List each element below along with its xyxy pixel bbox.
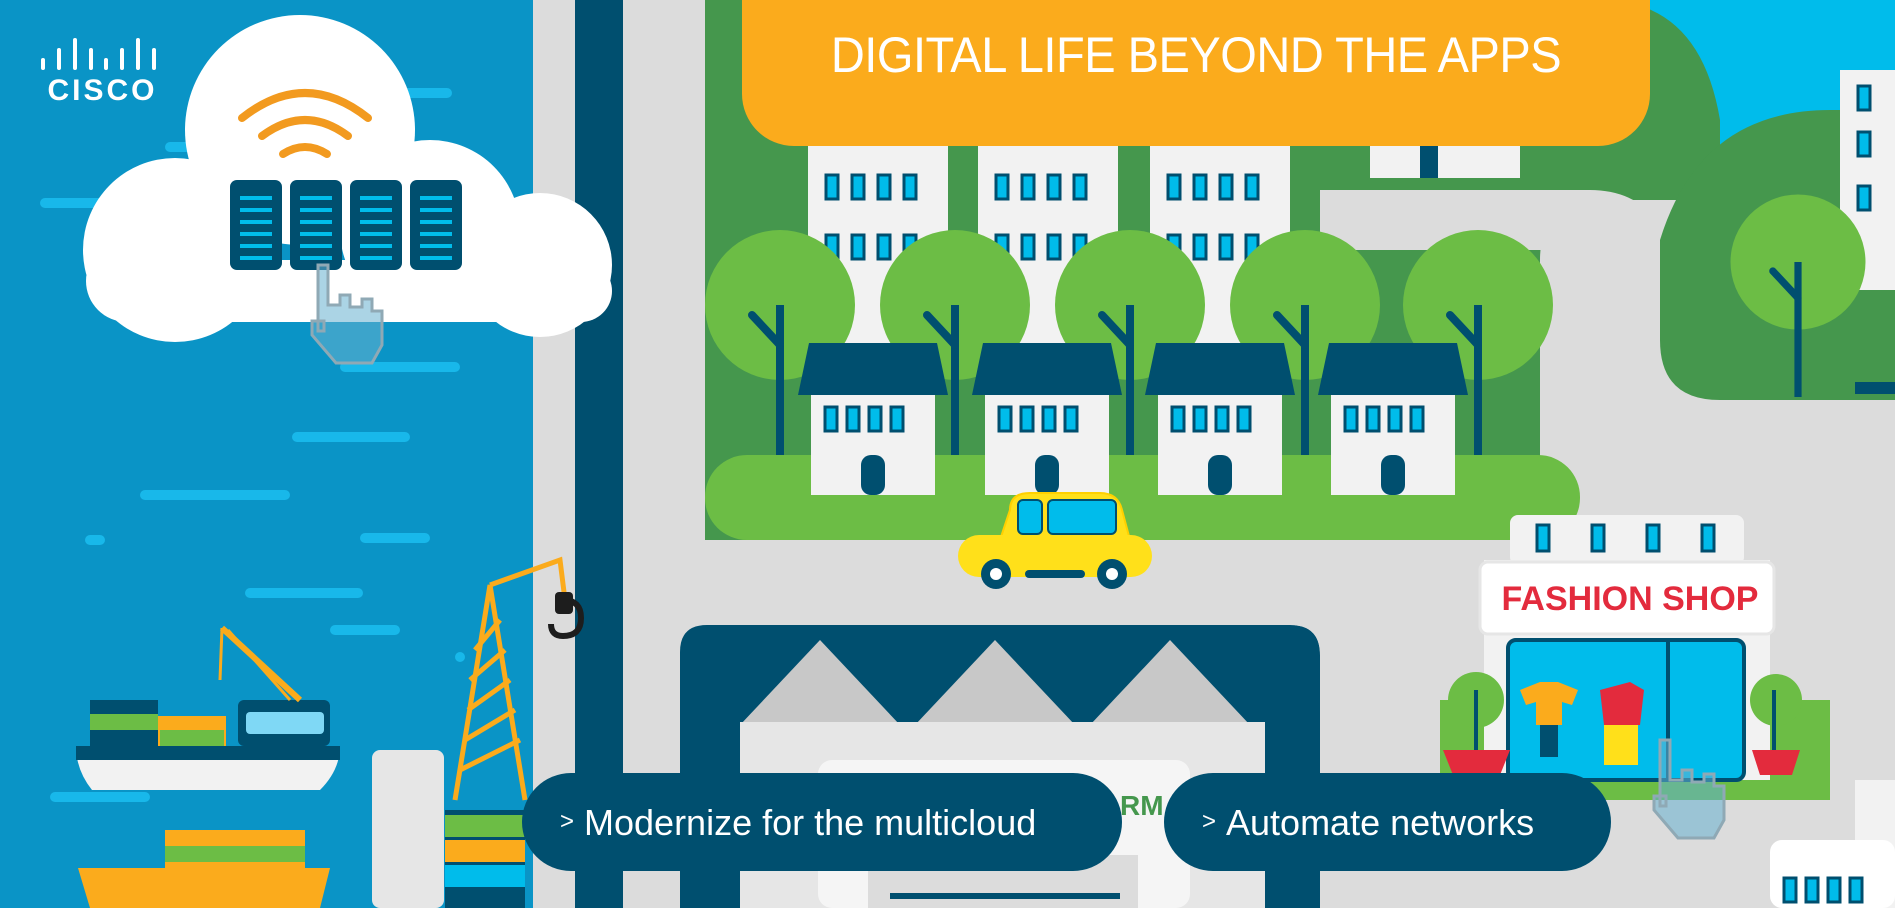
cisco-bridge-logo-icon bbox=[41, 38, 156, 70]
chevron-right-icon: > bbox=[1202, 808, 1217, 835]
modernize-multicloud-button[interactable]: > Modernize for the multicloud bbox=[522, 773, 1122, 871]
cta-label: Modernize for the multicloud bbox=[584, 802, 1037, 843]
cargo-ship-icon bbox=[76, 625, 340, 908]
car-icon bbox=[958, 492, 1152, 589]
svg-text:RM: RM bbox=[1120, 790, 1164, 821]
brand-name: CISCO bbox=[47, 74, 158, 107]
automate-networks-button[interactable]: > Automate networks bbox=[1164, 773, 1611, 871]
fashion-shop-sign: FASHION SHOP bbox=[1501, 580, 1759, 618]
crane-icon bbox=[452, 556, 568, 801]
cta-label: Automate networks bbox=[1226, 802, 1535, 843]
headline-banner: DIGITAL LIFE BEYOND THE APPS bbox=[742, 0, 1650, 146]
cloud-server-icon bbox=[83, 15, 612, 342]
cisco-logo[interactable]: CISCO bbox=[40, 38, 165, 108]
wifi-icon bbox=[238, 89, 372, 158]
chevron-right-icon: > bbox=[560, 808, 575, 835]
banner-title: DIGITAL LIFE BEYOND THE APPS bbox=[830, 27, 1562, 83]
shop-building bbox=[1443, 515, 1895, 908]
